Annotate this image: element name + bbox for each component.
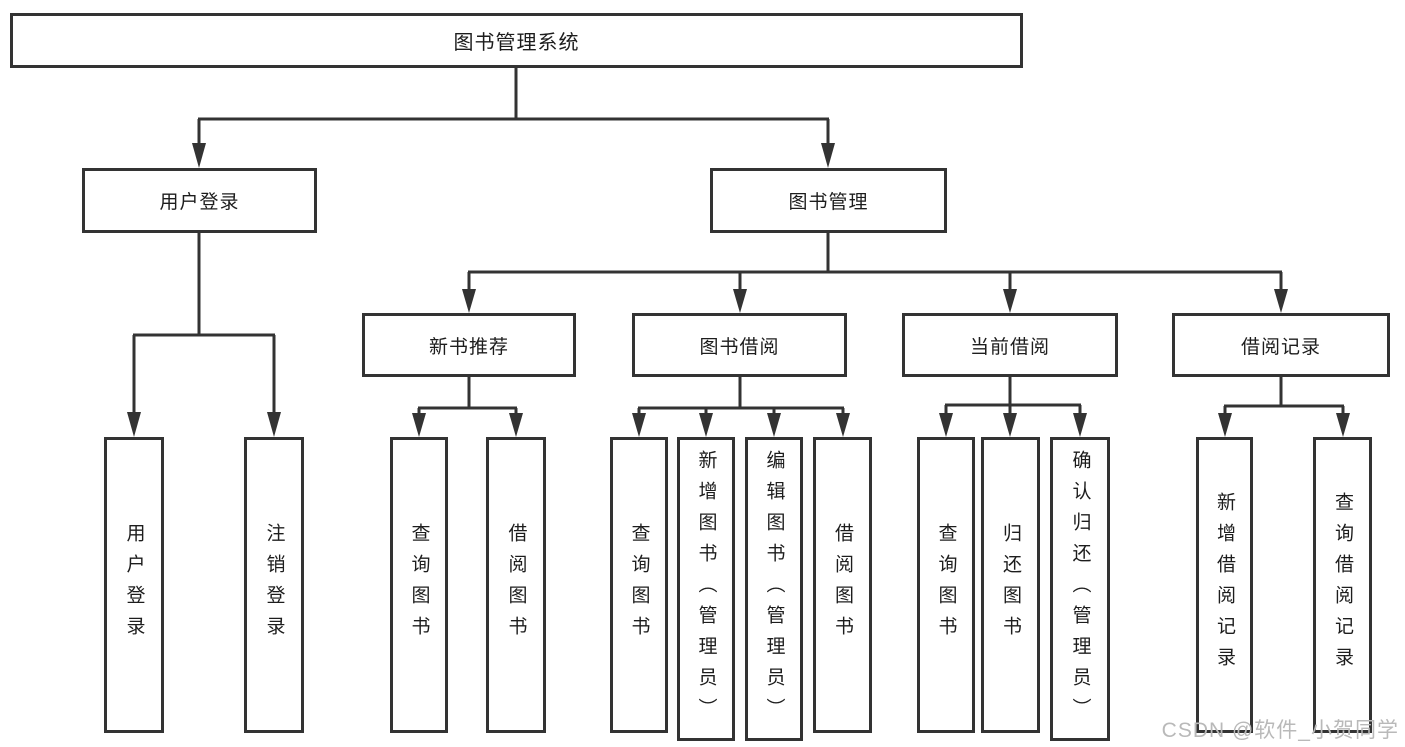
leaf-label: 注销登录	[263, 523, 285, 647]
leaf-label: 借阅图书	[505, 523, 527, 647]
leaf-borrow-books-recommend: 借阅图书	[486, 437, 546, 733]
node-label: 借阅记录	[1240, 336, 1321, 358]
node-label: 图书管理	[788, 192, 869, 213]
leaf-label: 查询借阅记录	[1332, 492, 1353, 678]
node-label: 图书借阅	[699, 336, 780, 358]
leaf-label: 新增图书（管理员）	[695, 449, 717, 729]
node-label: 当前借阅	[969, 336, 1050, 358]
leaf-confirm-return-admin: 确认归还（管理员）	[1050, 437, 1110, 741]
node-label: 用户登录	[159, 192, 240, 213]
leaf-label: 借阅图书	[832, 523, 853, 647]
leaf-query-books-borrow: 查询图书	[610, 437, 668, 733]
node-label: 新书推荐	[428, 336, 509, 358]
node-book-borrowing: 图书借阅	[632, 313, 847, 377]
leaf-label: 查询图书	[628, 523, 650, 647]
leaf-label: 新增借阅记录	[1214, 492, 1235, 678]
leaf-add-borrow-record: 新增借阅记录	[1196, 437, 1253, 733]
node-book-management: 图书管理	[710, 168, 947, 233]
csdn-watermark: CSDN @软件_小贺同学	[1161, 719, 1399, 742]
leaf-query-books-recommend: 查询图书	[390, 437, 448, 733]
leaf-label: 编辑图书（管理员）	[763, 449, 785, 729]
arrow-icon	[127, 143, 1350, 437]
node-library-management-system: 图书管理系统	[10, 13, 1023, 68]
connector-paths	[132, 68, 1345, 417]
leaf-query-books-current: 查询图书	[917, 437, 975, 733]
leaf-label: 查询图书	[935, 523, 957, 647]
leaf-user-login: 用户登录	[104, 437, 164, 733]
leaf-label: 用户登录	[123, 523, 145, 647]
leaf-edit-books-admin: 编辑图书（管理员）	[745, 437, 803, 741]
leaf-query-borrow-record: 查询借阅记录	[1313, 437, 1372, 733]
leaf-label: 确认归还（管理员）	[1069, 449, 1091, 729]
node-current-borrowing: 当前借阅	[902, 313, 1118, 377]
leaf-label: 归还图书	[1000, 523, 1021, 647]
leaf-add-books-admin: 新增图书（管理员）	[677, 437, 735, 741]
node-user-login: 用户登录	[82, 168, 317, 233]
leaf-return-books: 归还图书	[981, 437, 1040, 733]
node-label: 图书管理系统	[453, 32, 580, 54]
node-new-book-recommend: 新书推荐	[362, 313, 576, 377]
leaf-borrow-books: 借阅图书	[813, 437, 872, 733]
leaf-label: 查询图书	[408, 523, 430, 647]
node-borrowing-records: 借阅记录	[1172, 313, 1390, 377]
leaf-logout: 注销登录	[244, 437, 304, 733]
